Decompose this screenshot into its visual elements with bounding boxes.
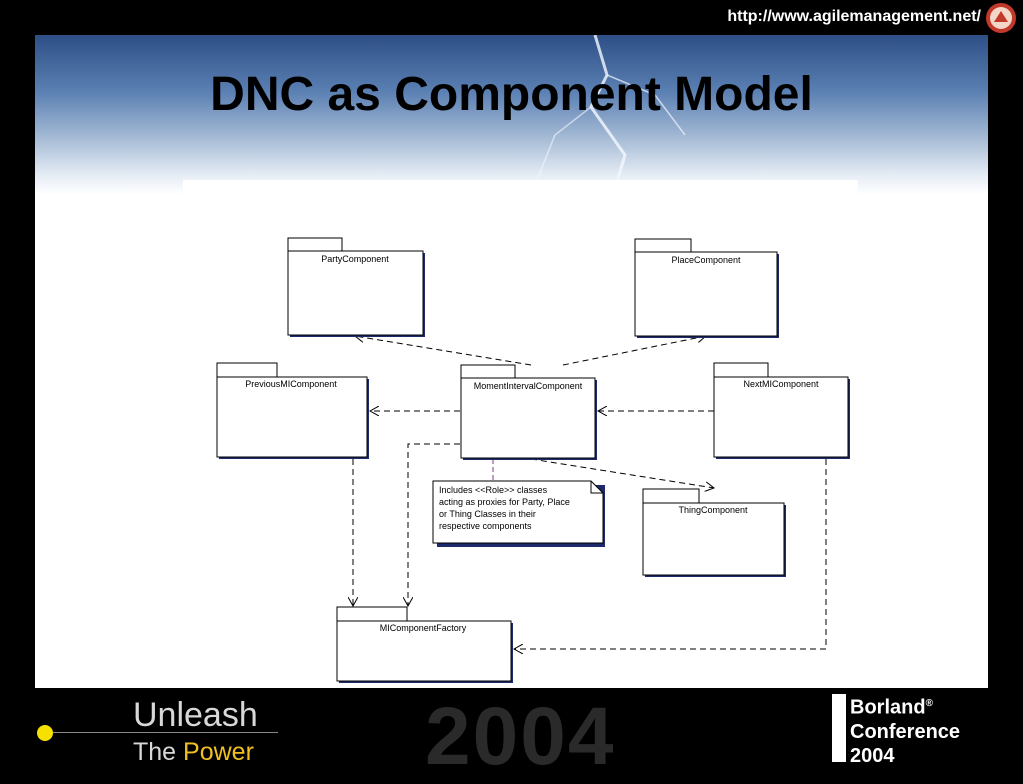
package-party[interactable]: PartyComponent bbox=[287, 237, 425, 337]
package-next[interactable]: NextMIComponent bbox=[713, 362, 850, 459]
edge-moment-party bbox=[355, 336, 532, 366]
note-line-4: respective components bbox=[439, 521, 532, 531]
borland-line-3: 2004 bbox=[850, 744, 895, 767]
uml-diagram: PartyComponent PlaceComponent PreviousMI… bbox=[183, 180, 858, 688]
edge-next-factory bbox=[514, 459, 827, 649]
package-label: MomentIntervalComponent bbox=[474, 381, 583, 391]
package-diagram: PartyComponent PlaceComponent PreviousMI… bbox=[216, 237, 850, 683]
footer-divider bbox=[53, 732, 278, 733]
note-line-1: Includes <<Role>> classes bbox=[439, 485, 548, 495]
header-url[interactable]: http://www.agilemanagement.net/ bbox=[727, 8, 981, 25]
lightning-banner bbox=[35, 35, 988, 196]
bullet-dot-icon bbox=[37, 725, 53, 741]
package-label: ThingComponent bbox=[678, 505, 748, 515]
package-factory[interactable]: MIComponentFactory bbox=[336, 606, 513, 683]
footer-unleash: Unleash bbox=[133, 696, 258, 734]
package-label: PlaceComponent bbox=[671, 255, 741, 265]
borland-registered-mark: ® bbox=[925, 698, 933, 709]
package-thing[interactable]: ThingComponent bbox=[642, 488, 786, 577]
edge-moment-thing bbox=[530, 458, 714, 488]
package-label: MIComponentFactory bbox=[380, 623, 467, 633]
footer-year-watermark: 2004 bbox=[425, 691, 616, 782]
package-label: PartyComponent bbox=[321, 254, 389, 264]
edge-moment-factory bbox=[408, 443, 460, 606]
note: Includes <<Role>> classes acting as prox… bbox=[432, 480, 605, 547]
conference-logo-icon bbox=[986, 3, 1016, 33]
package-label: NextMIComponent bbox=[743, 379, 819, 389]
footer-the-power: The Power bbox=[133, 738, 254, 767]
slide: DNC as Component Model bbox=[35, 35, 988, 688]
package-label: PreviousMIComponent bbox=[245, 379, 337, 389]
borland-logo-icon bbox=[832, 694, 846, 762]
dependency-edges bbox=[353, 336, 827, 649]
borland-line-1: Borland bbox=[850, 696, 926, 719]
borland-conference-text: Borland® Conference 2004 bbox=[850, 692, 960, 768]
edge-moment-place bbox=[562, 336, 706, 366]
footer-power: Power bbox=[183, 738, 254, 766]
package-place[interactable]: PlaceComponent bbox=[634, 238, 779, 338]
note-line-3: or Thing Classes in their bbox=[439, 509, 536, 519]
slide-title: DNC as Component Model bbox=[210, 68, 813, 121]
borland-line-2: Conference bbox=[850, 720, 961, 743]
lightning-bolt-icon bbox=[534, 35, 686, 196]
package-moment-interval[interactable]: MomentIntervalComponent bbox=[460, 364, 597, 460]
package-previous[interactable]: PreviousMIComponent bbox=[216, 362, 369, 459]
footer-the: The bbox=[133, 738, 184, 766]
note-line-2: acting as proxies for Party, Place bbox=[439, 497, 570, 507]
